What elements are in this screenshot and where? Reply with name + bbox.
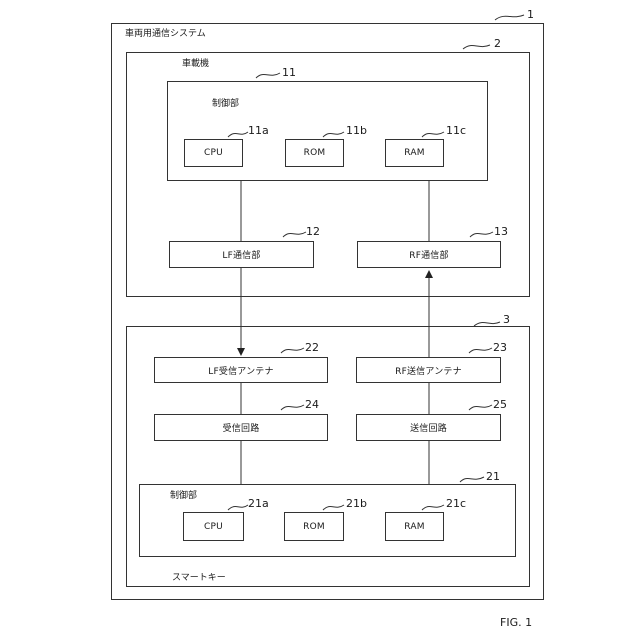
vehicle-rom-ref: 11b — [346, 124, 367, 137]
smartkey-cpu-ref: 21a — [248, 497, 269, 510]
lf-antenna-ref: 22 — [305, 341, 319, 354]
rf-comm-label: RF通信部 — [409, 248, 448, 261]
tx-circuit-block: 送信回路 — [356, 414, 501, 441]
vehicle-ram-label: RAM — [404, 148, 424, 158]
smartkey-label: スマートキー — [172, 570, 226, 583]
smartkey-control-ref: 21 — [486, 470, 500, 483]
lf-comm-label: LF通信部 — [222, 248, 260, 261]
vehicle-ram-ref: 11c — [446, 124, 466, 137]
system-label: 車両用通信システム — [125, 26, 206, 39]
vehicle-control-ref: 11 — [282, 66, 296, 79]
vehicle-rom-label: ROM — [304, 148, 326, 158]
smartkey-ram-ref: 21c — [446, 497, 466, 510]
vehicle-rom-block: ROM — [285, 139, 344, 167]
smartkey-control-label: 制御部 — [170, 488, 197, 501]
figure-label: FIG. 1 — [500, 616, 532, 629]
tx-circuit-ref: 25 — [493, 398, 507, 411]
vehicle-control-label: 制御部 — [212, 96, 239, 109]
smartkey-rom-label: ROM — [303, 522, 325, 532]
vehicle-cpu-ref: 11a — [248, 124, 269, 137]
leader-1 — [495, 15, 524, 20]
smartkey-ram-label: RAM — [404, 522, 424, 532]
rx-circuit-ref: 24 — [305, 398, 319, 411]
vehicle-cpu-block: CPU — [184, 139, 243, 167]
rf-comm-block: RF通信部 — [357, 241, 501, 268]
rx-circuit-block: 受信回路 — [154, 414, 328, 441]
smartkey-cpu-block: CPU — [183, 512, 244, 541]
rf-antenna-ref: 23 — [493, 341, 507, 354]
rf-antenna-block: RF送信アンテナ — [356, 357, 501, 383]
lf-antenna-label: LF受信アンテナ — [208, 364, 273, 377]
smartkey-rom-ref: 21b — [346, 497, 367, 510]
smartkey-rom-block: ROM — [284, 512, 344, 541]
lf-comm-ref: 12 — [306, 225, 320, 238]
lf-comm-block: LF通信部 — [169, 241, 314, 268]
vehicle-ref: 2 — [494, 37, 501, 50]
vehicle-cpu-label: CPU — [204, 148, 223, 158]
smartkey-ram-block: RAM — [385, 512, 444, 541]
vehicle-ram-block: RAM — [385, 139, 444, 167]
system-ref: 1 — [527, 8, 534, 21]
smartkey-ref: 3 — [503, 313, 510, 326]
rf-antenna-label: RF送信アンテナ — [395, 364, 462, 377]
lf-antenna-block: LF受信アンテナ — [154, 357, 328, 383]
rf-comm-ref: 13 — [494, 225, 508, 238]
tx-circuit-label: 送信回路 — [410, 421, 447, 434]
rx-circuit-label: 受信回路 — [223, 421, 260, 434]
smartkey-cpu-label: CPU — [204, 522, 223, 532]
vehicle-label: 車載機 — [182, 56, 209, 69]
